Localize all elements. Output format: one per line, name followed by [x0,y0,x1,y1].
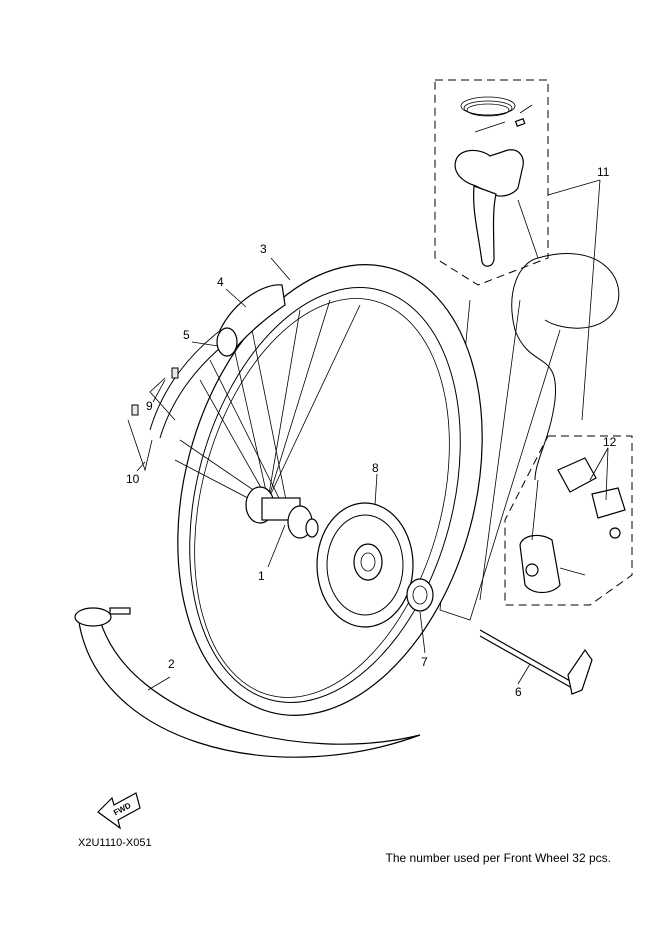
callout-5: 5 [183,328,190,342]
inner-tube [74,607,421,758]
caliper-group [504,435,633,606]
callout-4: 4 [217,275,224,289]
callout-3: 3 [260,242,267,256]
callout-8: 8 [372,461,379,475]
callout-numbers: 1 2 3 4 5 6 7 8 9 10 11 12 [126,165,617,699]
callout-11: 11 [597,165,610,179]
axle [479,629,593,695]
callout-9: 9 [146,399,153,413]
fwd-arrow-icon: FWD [97,792,141,830]
brake-hose [511,253,620,481]
brake-disc [316,502,414,628]
brake-lever-group [434,79,549,286]
callout-7: 7 [421,655,428,669]
drawing-code: X2U1110-X051 [78,837,152,849]
callout-1: 1 [258,569,265,583]
tube-section [216,284,286,357]
callout-12: 12 [603,435,617,449]
spacer [406,578,434,612]
callout-6: 6 [515,685,522,699]
callout-10: 10 [126,472,140,486]
callout-2: 2 [168,657,175,671]
footnote: The number used per Front Wheel 32 pcs. [385,851,611,865]
spokes [174,299,361,521]
leader-lines [136,179,609,691]
hub [245,486,319,539]
tire [177,264,483,716]
